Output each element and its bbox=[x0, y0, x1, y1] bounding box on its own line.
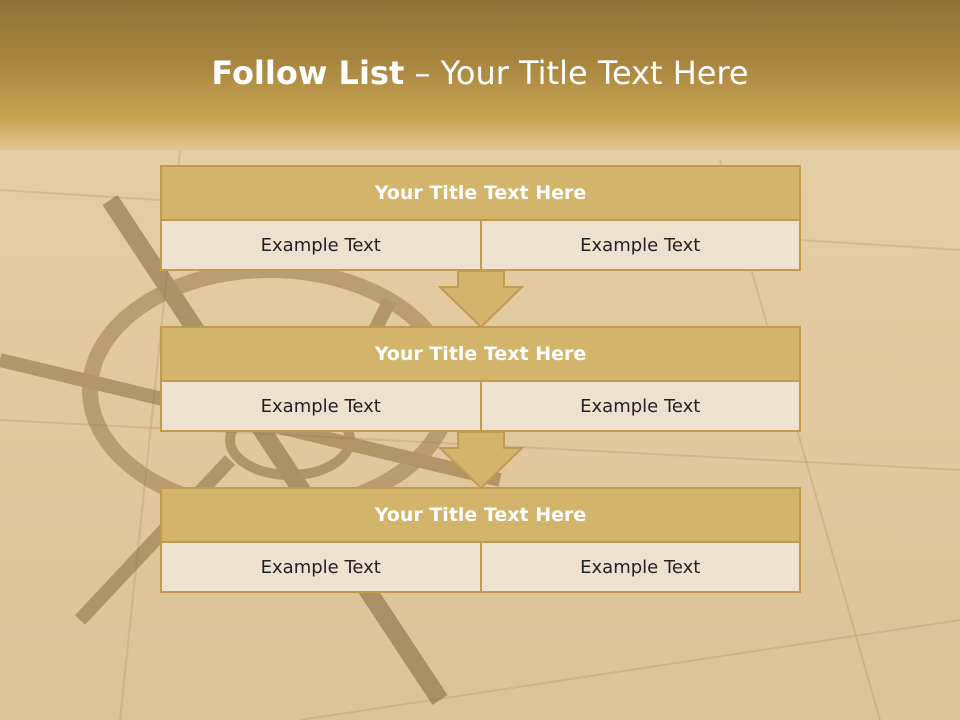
block-3-left-cell: Example Text bbox=[160, 543, 482, 593]
block-1-row: Example Text Example Text bbox=[160, 221, 801, 271]
slide-title: Follow List – Your Title Text Here bbox=[0, 54, 960, 92]
block-1-left-cell: Example Text bbox=[160, 221, 482, 271]
block-1-right-cell: Example Text bbox=[481, 221, 801, 271]
block-3-right-cell: Example Text bbox=[481, 543, 801, 593]
list-block-2: Your Title Text Here Example Text Exampl… bbox=[160, 326, 801, 432]
block-3-row: Example Text Example Text bbox=[160, 543, 801, 593]
header-band bbox=[0, 0, 960, 150]
down-arrow-icon bbox=[438, 432, 524, 490]
slide-title-bold: Follow List bbox=[211, 54, 405, 92]
block-2-left-cell: Example Text bbox=[160, 382, 482, 432]
block-1-header: Your Title Text Here bbox=[160, 165, 801, 221]
down-arrow-icon bbox=[438, 271, 524, 329]
block-3-header: Your Title Text Here bbox=[160, 487, 801, 543]
block-2-header: Your Title Text Here bbox=[160, 326, 801, 382]
block-2-row: Example Text Example Text bbox=[160, 382, 801, 432]
list-block-3: Your Title Text Here Example Text Exampl… bbox=[160, 487, 801, 593]
slide-title-rest: – Your Title Text Here bbox=[404, 54, 749, 92]
list-block-1: Your Title Text Here Example Text Exampl… bbox=[160, 165, 801, 271]
block-2-right-cell: Example Text bbox=[481, 382, 801, 432]
